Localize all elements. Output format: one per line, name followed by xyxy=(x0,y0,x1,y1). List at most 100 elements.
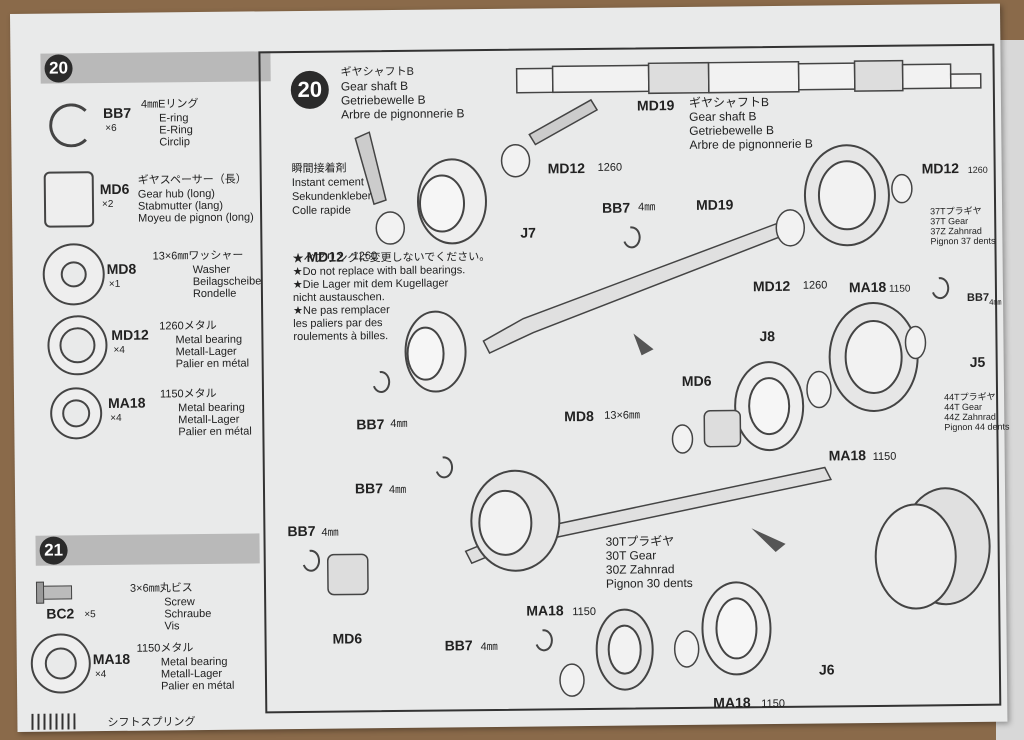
step-21-bar xyxy=(35,533,260,566)
e-rings xyxy=(302,226,950,652)
part-ma18-hole xyxy=(44,647,77,680)
part-jp: 3×6㎜丸ビス xyxy=(129,582,193,595)
part-desc: E-ring xyxy=(159,112,189,125)
label-bb7-d-n: 4㎜ xyxy=(388,483,407,497)
part-md12-hole xyxy=(59,327,96,364)
label-ma18-c-n: 1150 xyxy=(572,605,597,619)
label-md12-b: MD12 xyxy=(306,248,345,265)
label-md6-b: MD6 xyxy=(332,630,363,647)
diagram-drawing xyxy=(302,59,991,697)
label-bb7-c: BB7 xyxy=(356,416,385,433)
cement-de: Sekundenkleber xyxy=(291,190,372,204)
md19-shaft-outline xyxy=(515,59,982,95)
label-ma18-d: MA18 xyxy=(713,694,751,711)
label-md19: MD19 xyxy=(695,196,734,213)
md19-en: Gear shaft B xyxy=(689,109,757,124)
part-code: BB7 xyxy=(102,104,132,122)
label-ma18-b: MA18 xyxy=(828,447,867,464)
label-md6-a: MD6 xyxy=(681,372,712,389)
part-jp: 4㎜Eリング xyxy=(140,98,199,111)
part-qty: ×2 xyxy=(101,198,114,211)
label-md12-d: MD12 xyxy=(921,160,960,177)
label-md8-n: 13×6㎜ xyxy=(604,409,641,422)
step-20-bar xyxy=(40,51,271,84)
title-fr: Arbre de pignonnerie B xyxy=(340,106,465,122)
cement-en: Instant cement xyxy=(291,176,365,190)
part-desc: Schraube xyxy=(164,607,212,621)
part-md8-hole xyxy=(60,261,87,288)
title-de: Getriebewelle B xyxy=(340,92,426,108)
label-bb7-e-n: 4㎜ xyxy=(321,526,339,539)
part-desc: Metall-Lager xyxy=(160,667,223,681)
part-qty: ×1 xyxy=(108,278,121,290)
gear37-jp: 37Tプラギヤ xyxy=(930,205,982,217)
part-code: MA18 xyxy=(92,650,131,668)
label-ma18-c: MA18 xyxy=(526,602,564,619)
gear-44t xyxy=(828,301,919,412)
label-ma18-d-n: 1150 xyxy=(761,697,785,711)
gear37-de: 37Z Zahnrad xyxy=(930,225,982,237)
part-desc: Vis xyxy=(164,620,180,633)
part-desc: Beilagscheibe xyxy=(192,275,262,289)
gear30-jp: 30Tプラギヤ xyxy=(605,534,675,549)
part-qty: ×6 xyxy=(105,122,117,135)
gear-30t xyxy=(595,608,654,691)
label-bb7-b-n: 4㎜ xyxy=(989,297,1002,307)
part-qty: ×4 xyxy=(113,344,125,356)
label-md12-a: MD12 xyxy=(547,159,586,177)
cement-jp: 瞬間接着剤 xyxy=(291,162,347,176)
gear44-fr: Pignon 44 dents xyxy=(944,421,1010,433)
step-21-number: 21 xyxy=(39,536,68,565)
instruction-page: 20 BB7 ×6 4㎜Eリング E-ring E-Ring Circlip M… xyxy=(10,3,1010,733)
gear44-de: 44Z Zahnrad xyxy=(944,411,996,423)
part-desc: Circlip xyxy=(159,136,190,149)
part-desc: Metall-Lager xyxy=(175,345,237,359)
label-bb7-c-n: 4㎜ xyxy=(390,417,408,431)
part-jp: 1150メタル xyxy=(136,642,194,655)
bearing-rings xyxy=(375,143,927,697)
part-ma18-hole xyxy=(62,399,91,428)
part-qty: ×4 xyxy=(110,412,122,424)
gear-assembly-right xyxy=(874,487,991,610)
part-code: MD8 xyxy=(106,260,137,278)
part-bc2-screw-icon xyxy=(39,585,73,600)
gear-j7 xyxy=(416,158,487,245)
md6-spacer xyxy=(326,409,742,596)
title-jp: ギヤシャフトB xyxy=(340,65,415,79)
part-desc: Metal bearing xyxy=(175,333,243,347)
part-jp: 1260メタル xyxy=(159,319,217,333)
label-bb7-a: BB7 xyxy=(601,199,631,216)
parts-column: 20 BB7 ×6 4㎜Eリング E-ring E-Ring Circlip M… xyxy=(30,51,277,733)
note-line: les paliers par des xyxy=(293,317,383,331)
part-desc: Screw xyxy=(164,596,195,609)
part-md6-hub-icon xyxy=(43,171,95,228)
part-desc: Rondelle xyxy=(192,287,237,301)
part-qty: ×5 xyxy=(84,609,96,621)
gear30-fr: Pignon 30 dents xyxy=(605,575,693,591)
part-desc: Metal bearing xyxy=(160,655,228,669)
md19-fr: Arbre de pignonnerie B xyxy=(689,136,813,152)
gear-37t xyxy=(803,144,890,247)
part-desc: Moyeu de pignon (long) xyxy=(138,211,254,225)
shift-spring-icon xyxy=(31,713,76,730)
label-j6: J6 xyxy=(818,661,835,678)
part-bb7-ring-icon xyxy=(48,103,94,148)
label-j7: J7 xyxy=(520,224,536,241)
gear-lower-left xyxy=(470,469,561,572)
part-code: MD6 xyxy=(99,180,130,198)
title-en: Gear shaft B xyxy=(340,78,409,94)
gear-j8 xyxy=(734,361,805,452)
gear37-fr: Pignon 37 dents xyxy=(930,235,996,247)
gear30-en: 30T Gear xyxy=(605,548,657,563)
md19-de: Getriebewelle B xyxy=(689,123,775,138)
label-md12-a-n: 1260 xyxy=(597,161,623,174)
part-desc: Palier en métal xyxy=(160,679,235,693)
part-desc: E-Ring xyxy=(159,124,193,137)
part-desc: Palier en métal xyxy=(178,425,252,439)
part-code: MA18 xyxy=(107,394,146,411)
label-bb7-f: BB7 xyxy=(444,637,473,654)
label-j8: J8 xyxy=(759,328,776,345)
md19-jp: ギヤシャフトB xyxy=(688,95,770,110)
part-desc: Palier en métal xyxy=(175,357,250,371)
label-md8: MD8 xyxy=(564,407,594,425)
